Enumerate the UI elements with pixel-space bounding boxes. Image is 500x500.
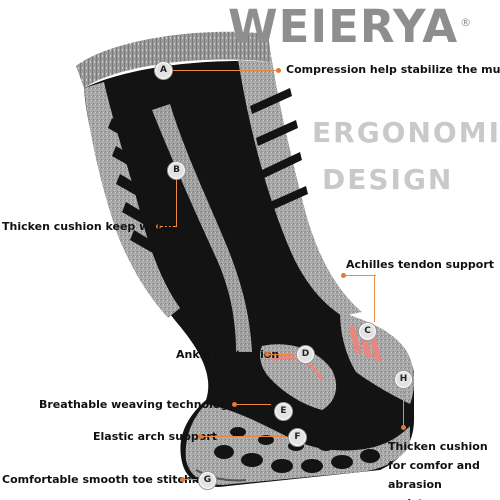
toe-seam bbox=[195, 469, 247, 482]
marker-d: D bbox=[296, 345, 315, 364]
leader-line-b bbox=[160, 226, 177, 227]
leader-line-h bbox=[403, 389, 404, 427]
leader-line-f bbox=[201, 436, 285, 437]
label-toe-stitching: Comfortable smooth toe stitching bbox=[2, 473, 212, 486]
leader-line-b-vertical bbox=[176, 180, 177, 226]
sock-side-panel bbox=[84, 82, 180, 318]
leader-dot-f bbox=[198, 434, 203, 439]
marker-h: H bbox=[394, 370, 413, 389]
marker-a: A bbox=[154, 61, 173, 80]
brand-name: WEIERYA bbox=[228, 0, 459, 53]
leader-line-a bbox=[173, 70, 279, 71]
leader-dot-a bbox=[276, 68, 281, 73]
headline-line-1: ERGONOMIC bbox=[312, 116, 500, 149]
label-compression: Compression help stabilize the muscle bbox=[286, 63, 500, 76]
label-elastic-arch: Elastic arch support bbox=[93, 430, 218, 443]
label-thicken-cushion-abrasion: Thicken cushion for comfor and abrasion … bbox=[388, 440, 488, 500]
marker-g: G bbox=[198, 471, 217, 490]
label-breathable-weaving: Breathable weaving technology bbox=[39, 398, 236, 411]
sock-cuff bbox=[76, 31, 272, 88]
marker-e: E bbox=[274, 402, 293, 421]
leader-dot-c bbox=[341, 273, 346, 278]
leader-dot-e bbox=[232, 402, 237, 407]
sock-rear-panel bbox=[238, 60, 362, 316]
leader-line-e bbox=[235, 404, 271, 405]
label-ankle-protection: Ankle protection bbox=[176, 348, 280, 361]
trademark-symbol: ® bbox=[460, 16, 473, 29]
label-achilles-support: Achilles tendon support bbox=[346, 258, 495, 271]
leader-line-g bbox=[183, 479, 197, 480]
leader-dot-h bbox=[401, 425, 406, 430]
sock-ankle-patch bbox=[260, 344, 337, 410]
marker-c: C bbox=[358, 322, 377, 341]
leader-line-c-vertical bbox=[374, 276, 375, 322]
marker-f: F bbox=[288, 428, 307, 447]
leader-dot-b bbox=[156, 224, 161, 229]
marker-b: B bbox=[167, 161, 186, 180]
leader-line-d bbox=[268, 354, 294, 355]
leader-line-c-top bbox=[344, 275, 376, 276]
leader-dot-g bbox=[180, 477, 185, 482]
sole-dots bbox=[214, 427, 380, 473]
headline-line-2: DESIGN bbox=[322, 163, 454, 196]
leader-dot-d bbox=[265, 352, 270, 357]
sock-stripes bbox=[108, 88, 308, 272]
label-thicken-cushion-warm: Thicken cushion keep warm bbox=[2, 220, 174, 233]
brand-logo: WEIERYA® bbox=[228, 4, 472, 49]
